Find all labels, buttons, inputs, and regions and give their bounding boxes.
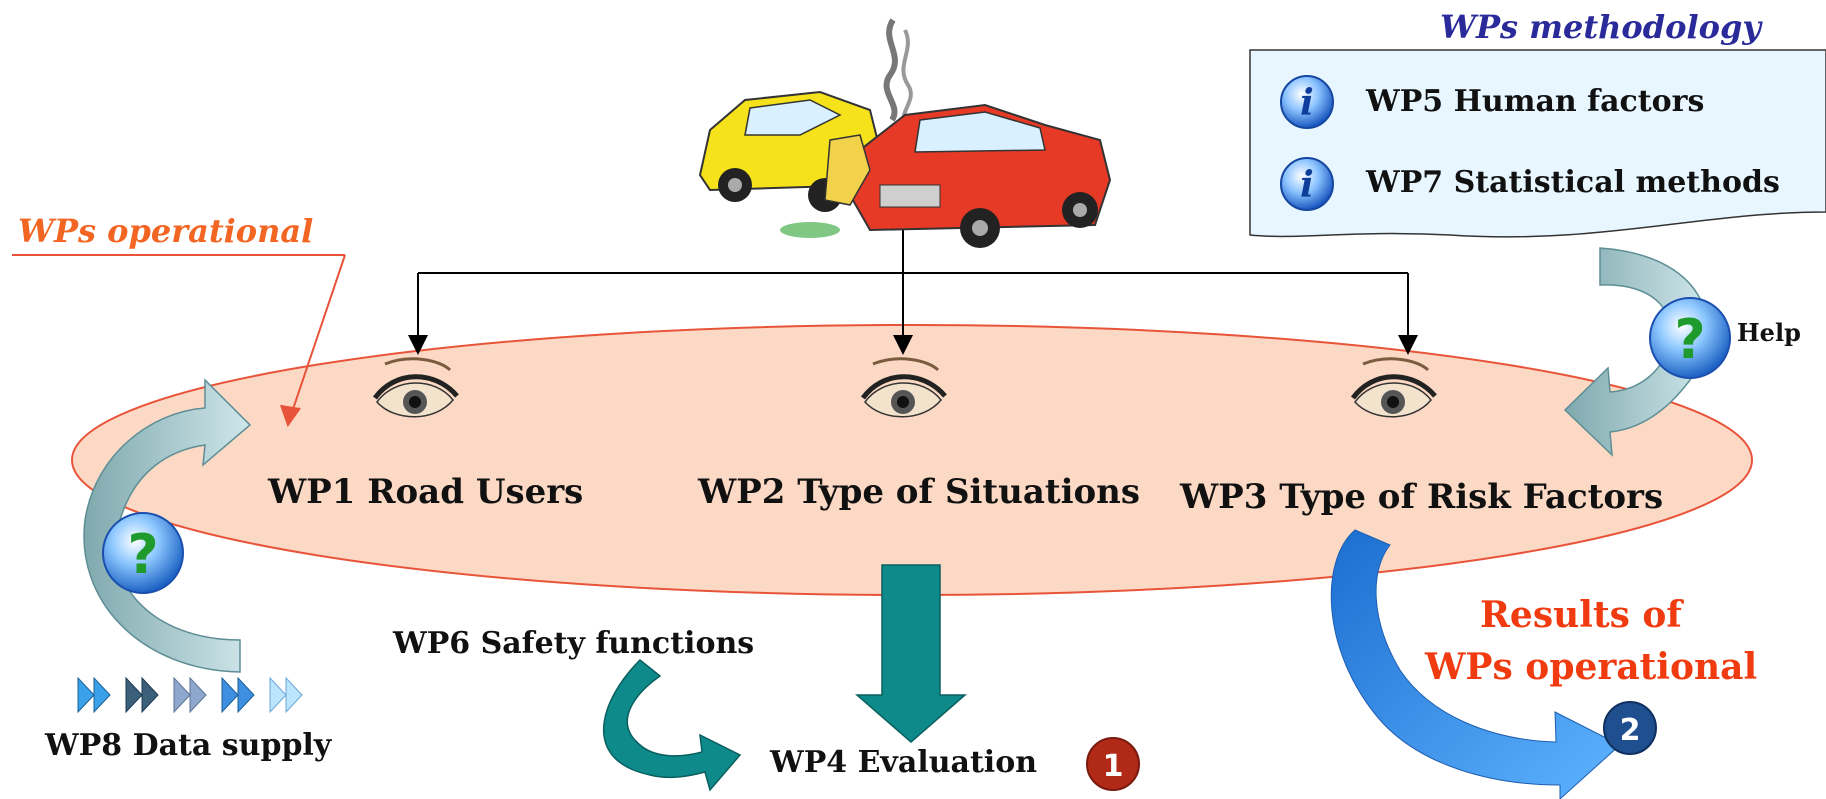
svg-text:?: ?: [1674, 308, 1705, 371]
eye-icon: [1350, 357, 1437, 418]
svg-text:i: i: [1300, 82, 1314, 124]
wps-operational-title: WPs operational: [18, 212, 314, 250]
methodology-box: [1249, 49, 1826, 238]
car-crash-illustration: [698, 18, 1112, 248]
question-icon[interactable]: ?: [1649, 297, 1731, 379]
wps-methodology-title: WPs methodology: [1440, 8, 1761, 46]
wp4-label[interactable]: WP4 Evaluation: [770, 745, 1038, 780]
operational-pointer: [12, 254, 346, 428]
question-icon[interactable]: ?: [102, 512, 184, 594]
connector-lines: [408, 228, 1418, 355]
wp1-label[interactable]: WP1 Road Users: [268, 472, 584, 512]
badge-2: 2: [1603, 701, 1657, 755]
eye-icon: [372, 357, 459, 418]
info-icon[interactable]: i: [1280, 157, 1334, 211]
safety-curved-arrow: [603, 658, 742, 792]
double-chevron-icon: [77, 676, 303, 714]
wp8-label[interactable]: WP8 Data supply: [45, 728, 332, 763]
wp3-label[interactable]: WP3 Type of Risk Factors: [1180, 477, 1664, 517]
results-label-line1: Results of: [1480, 594, 1682, 636]
evaluation-down-arrow: [854, 564, 968, 743]
wp5-label[interactable]: WP5 Human factors: [1366, 84, 1705, 119]
wp7-label[interactable]: WP7 Statistical methods: [1366, 165, 1780, 200]
wp6-label[interactable]: WP6 Safety functions: [393, 626, 755, 661]
svg-text:2: 2: [1620, 713, 1641, 748]
help-label: Help: [1737, 318, 1801, 347]
results-curved-arrow: [1330, 529, 1621, 799]
eye-icon: [860, 357, 947, 418]
info-icon[interactable]: i: [1280, 75, 1334, 129]
svg-text:?: ?: [127, 523, 158, 586]
results-label-line2: WPs operational: [1425, 646, 1758, 688]
svg-text:1: 1: [1103, 749, 1124, 784]
badge-1: 1: [1086, 737, 1140, 791]
svg-text:i: i: [1300, 164, 1314, 206]
wp2-label[interactable]: WP2 Type of Situations: [698, 472, 1141, 512]
operational-ellipse: [71, 324, 1753, 596]
